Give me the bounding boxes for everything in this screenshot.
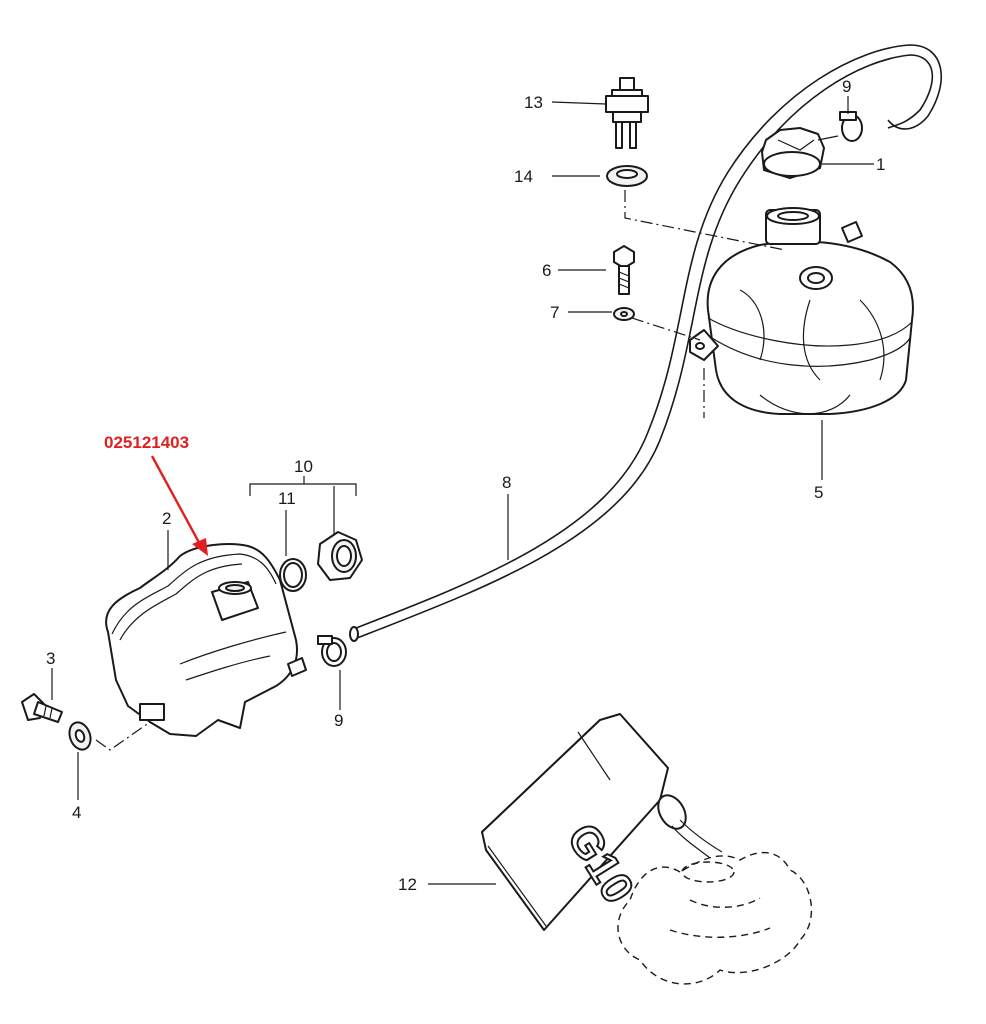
- hose-clamp-part-9-bottom: [317, 635, 347, 667]
- label-14: 14: [514, 167, 533, 186]
- label-3: 3: [46, 649, 55, 668]
- washer-part-4: [68, 721, 92, 751]
- label-8: 8: [502, 473, 511, 492]
- part-number-callout: 025121403: [104, 433, 208, 556]
- label-4: 4: [72, 803, 81, 822]
- expansion-tank-part-5: [689, 207, 914, 415]
- tank-lid-part-2: [105, 543, 307, 737]
- label-7: 7: [550, 303, 559, 322]
- o-ring-part-11: [279, 558, 307, 592]
- label-6: 6: [542, 261, 551, 280]
- label-1: 1: [876, 155, 885, 174]
- label-11: 11: [278, 489, 296, 508]
- label-12: 12: [398, 875, 417, 894]
- hose-part-8: [349, 44, 942, 642]
- label-9-bottom: 9: [334, 711, 343, 730]
- callout-arrow: [150, 455, 204, 549]
- part-number-labels: 13 14 6 7 1 9 5 8 10 11 2 3 4 9 12: [46, 77, 885, 894]
- label-13: 13: [524, 93, 543, 112]
- washer-part-14: [606, 165, 648, 187]
- label-5: 5: [814, 483, 823, 502]
- bolt-part-6: [613, 245, 635, 295]
- coolant-can-part-12: G10: [481, 713, 723, 931]
- label-2: 2: [162, 509, 171, 528]
- leader-lines: [51, 96, 874, 885]
- alignment-lines: [95, 190, 786, 751]
- level-sensor-part-13: [605, 77, 649, 149]
- screw-part-3: [21, 693, 63, 723]
- callout-part-number: 025121403: [104, 433, 189, 452]
- cap-part-1: [761, 127, 839, 179]
- hose-clamp-part-9-top: [839, 111, 863, 142]
- union-nut-part-10: [317, 531, 363, 581]
- label-9-top: 9: [842, 77, 851, 96]
- label-10: 10: [294, 457, 313, 476]
- washer-part-7: [613, 307, 635, 321]
- callout-arrowhead: [192, 538, 208, 556]
- engine-outline-dashed: [617, 851, 813, 985]
